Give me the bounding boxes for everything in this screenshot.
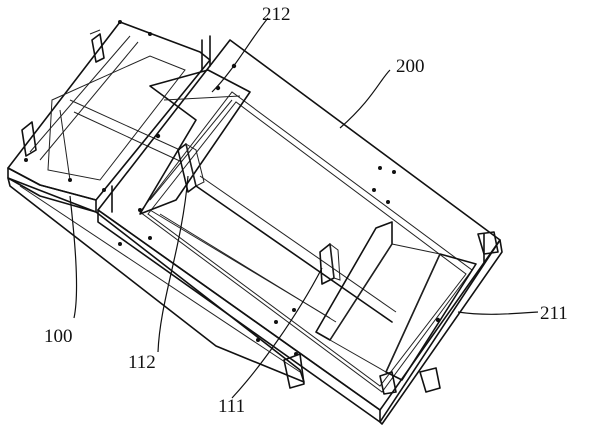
mounting-holes	[24, 20, 441, 356]
leader-211	[457, 311, 539, 315]
leader-212	[211, 17, 269, 93]
ref-label-111: 111	[218, 396, 245, 417]
ref-label-100: 100	[44, 326, 73, 347]
leader-112	[157, 175, 189, 353]
upper-frame-200	[97, 35, 503, 425]
ref-label-200: 200	[396, 56, 425, 77]
leader-200	[339, 69, 391, 129]
base-frame-100	[7, 21, 305, 389]
ref-label-112: 112	[128, 352, 156, 373]
leader-100	[69, 195, 78, 319]
leader-111	[231, 267, 323, 399]
ref-label-212: 212	[262, 4, 291, 25]
leader-lines	[69, 17, 539, 399]
ref-label-211: 211	[540, 303, 568, 324]
